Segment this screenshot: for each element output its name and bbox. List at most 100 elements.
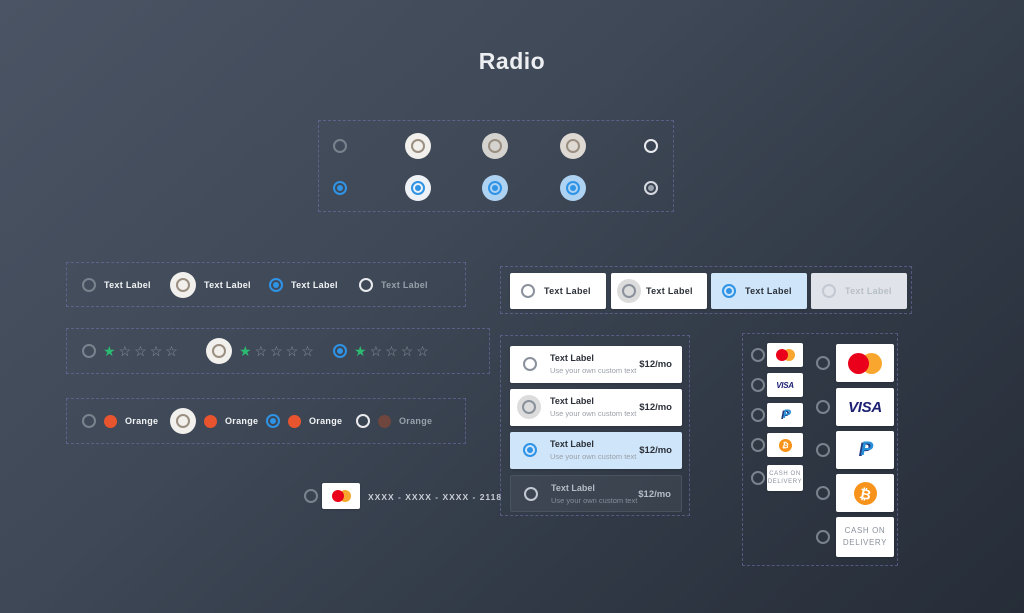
boxed-radio-disabled[interactable]: Text Label xyxy=(811,273,907,309)
mastercard-icon xyxy=(848,352,882,374)
radio-unchecked-pressed[interactable] xyxy=(482,133,508,159)
pricing-subtitle: Use your own custom text xyxy=(550,452,637,461)
radio-unchecked[interactable] xyxy=(333,139,347,153)
radio-checked[interactable] xyxy=(523,443,537,457)
radio-states-section xyxy=(318,120,674,212)
payment-card-mastercard-large[interactable] xyxy=(836,344,894,382)
credit-card-thumbnail[interactable] xyxy=(322,483,360,509)
star-radio-hover[interactable]: ★☆☆☆☆ xyxy=(206,329,317,373)
labeled-radio-hover[interactable]: Text Label xyxy=(170,263,251,306)
star-filled-icon: ★ xyxy=(239,342,255,359)
boxed-radio-selected[interactable]: Text Label xyxy=(711,273,807,309)
labeled-radio-checked[interactable]: Text Label xyxy=(269,263,338,306)
pricing-option-hover[interactable]: Text Label Use your own custom text $12/… xyxy=(510,389,682,426)
radio-checked[interactable] xyxy=(333,181,347,195)
radio-checked[interactable] xyxy=(266,414,280,428)
boxed-radio-hover[interactable]: Text Label xyxy=(611,273,707,309)
radio-unchecked-hover[interactable] xyxy=(617,279,641,303)
radio-unchecked-keyboard-focus[interactable] xyxy=(644,139,658,153)
star-radio-checked[interactable]: ★☆☆☆☆ xyxy=(333,329,432,373)
radio-unchecked-hover[interactable] xyxy=(170,408,196,434)
star-rating[interactable]: ★☆☆☆☆ xyxy=(239,343,317,360)
orange-swatch-icon xyxy=(204,414,217,428)
orange-swatch-icon xyxy=(288,414,301,428)
radio-checked[interactable] xyxy=(269,277,283,292)
radio-unchecked[interactable] xyxy=(521,284,535,298)
star-empty-icon: ☆ xyxy=(285,342,302,359)
radio-unchecked-hover[interactable] xyxy=(170,271,196,298)
radio-checked-focus[interactable] xyxy=(560,175,586,201)
payment-radio-mastercard-small[interactable] xyxy=(751,348,765,362)
radio-unchecked[interactable] xyxy=(82,344,96,358)
radio-label: Text Label xyxy=(745,286,792,296)
radio-checked-disabled[interactable] xyxy=(644,181,658,195)
bitcoin-icon: ₿ xyxy=(851,479,879,507)
radio-disabled[interactable] xyxy=(359,277,373,292)
star-filled-icon: ★ xyxy=(103,342,119,359)
radio-label: Text Label xyxy=(381,279,428,290)
pricing-price: $12/mo xyxy=(638,489,671,500)
radio-unchecked-hover[interactable] xyxy=(517,395,541,419)
radio-unchecked[interactable] xyxy=(523,357,537,371)
pricing-subtitle: Use your own custom text xyxy=(550,366,637,375)
pricing-title: Text Label xyxy=(550,439,594,449)
radio-checked-pressed[interactable] xyxy=(482,175,508,201)
radio-disabled[interactable] xyxy=(822,284,836,298)
pricing-option-selected[interactable]: Text Label Use your own custom text $12/… xyxy=(510,432,682,469)
swatch-label: Orange xyxy=(225,416,259,426)
payment-radio-paypal-large[interactable] xyxy=(816,443,830,457)
radio-unchecked[interactable] xyxy=(82,414,96,428)
payment-radio-visa-large[interactable] xyxy=(816,400,830,414)
radio-checked-hover[interactable] xyxy=(405,175,431,201)
boxed-radio-default[interactable]: Text Label xyxy=(510,273,606,309)
payment-card-mastercard-small[interactable] xyxy=(767,343,803,367)
mastercard-icon xyxy=(331,490,351,502)
labeled-radio-disabled[interactable]: Text Label xyxy=(359,263,428,306)
mastercard-icon xyxy=(775,349,795,361)
pricing-title: Text Label xyxy=(550,353,594,363)
labeled-radio-default[interactable]: Text Label xyxy=(82,263,151,306)
pricing-price: $12/mo xyxy=(639,445,672,456)
radio-checked[interactable] xyxy=(722,284,736,298)
card-number-label: XXXX - XXXX - XXXX - 2118 xyxy=(368,492,503,502)
radio-unchecked[interactable] xyxy=(82,277,96,292)
star-rating[interactable]: ★☆☆☆☆ xyxy=(354,343,432,360)
pricing-option-default[interactable]: Text Label Use your own custom text $12/… xyxy=(510,346,682,383)
payment-radio-visa-small[interactable] xyxy=(751,378,765,392)
radio-unchecked-hover[interactable] xyxy=(405,133,431,159)
payment-card-bitcoin-large[interactable]: ₿ xyxy=(836,474,894,512)
payment-radio-cod-large[interactable] xyxy=(816,530,830,544)
swatch-radio-hover[interactable]: Orange xyxy=(170,399,258,443)
radio-unchecked-hover[interactable] xyxy=(206,338,232,364)
credit-card-radio[interactable] xyxy=(304,489,318,503)
payment-card-visa-large[interactable]: VISA xyxy=(836,388,894,426)
swatch-radio-checked[interactable]: Orange xyxy=(266,399,342,443)
star-radio-default[interactable]: ★☆☆☆☆ xyxy=(82,329,181,373)
star-empty-icon: ☆ xyxy=(385,342,401,359)
star-filled-icon: ★ xyxy=(354,342,370,359)
star-rating[interactable]: ★☆☆☆☆ xyxy=(103,343,181,360)
radio-checked[interactable] xyxy=(333,344,347,358)
radio-disabled[interactable] xyxy=(356,414,370,428)
payment-radio-mastercard-large[interactable] xyxy=(816,356,830,370)
payment-radio-bitcoin-large[interactable] xyxy=(816,486,830,500)
pricing-price: $12/mo xyxy=(639,359,672,370)
radio-disabled[interactable] xyxy=(524,487,538,501)
payment-radio-paypal-small[interactable] xyxy=(751,408,765,422)
payment-card-visa-small[interactable]: VISA xyxy=(767,373,803,397)
payment-radio-bitcoin-small[interactable] xyxy=(751,438,765,452)
payment-card-bitcoin-small[interactable]: ₿ xyxy=(767,433,803,457)
star-empty-icon: ☆ xyxy=(165,342,181,359)
pricing-option-disabled[interactable]: Text Label Use your own custom text $12/… xyxy=(510,475,682,512)
swatch-radio-disabled[interactable]: Orange xyxy=(356,399,432,443)
pricing-title: Text Label xyxy=(550,396,594,406)
swatch-radio-default[interactable]: Orange xyxy=(82,399,158,443)
radio-unchecked-focus[interactable] xyxy=(560,133,586,159)
payment-radio-cod-small[interactable] xyxy=(751,471,765,485)
boxed-radios-section: Text Label Text Label Text Label Text La… xyxy=(500,266,912,314)
